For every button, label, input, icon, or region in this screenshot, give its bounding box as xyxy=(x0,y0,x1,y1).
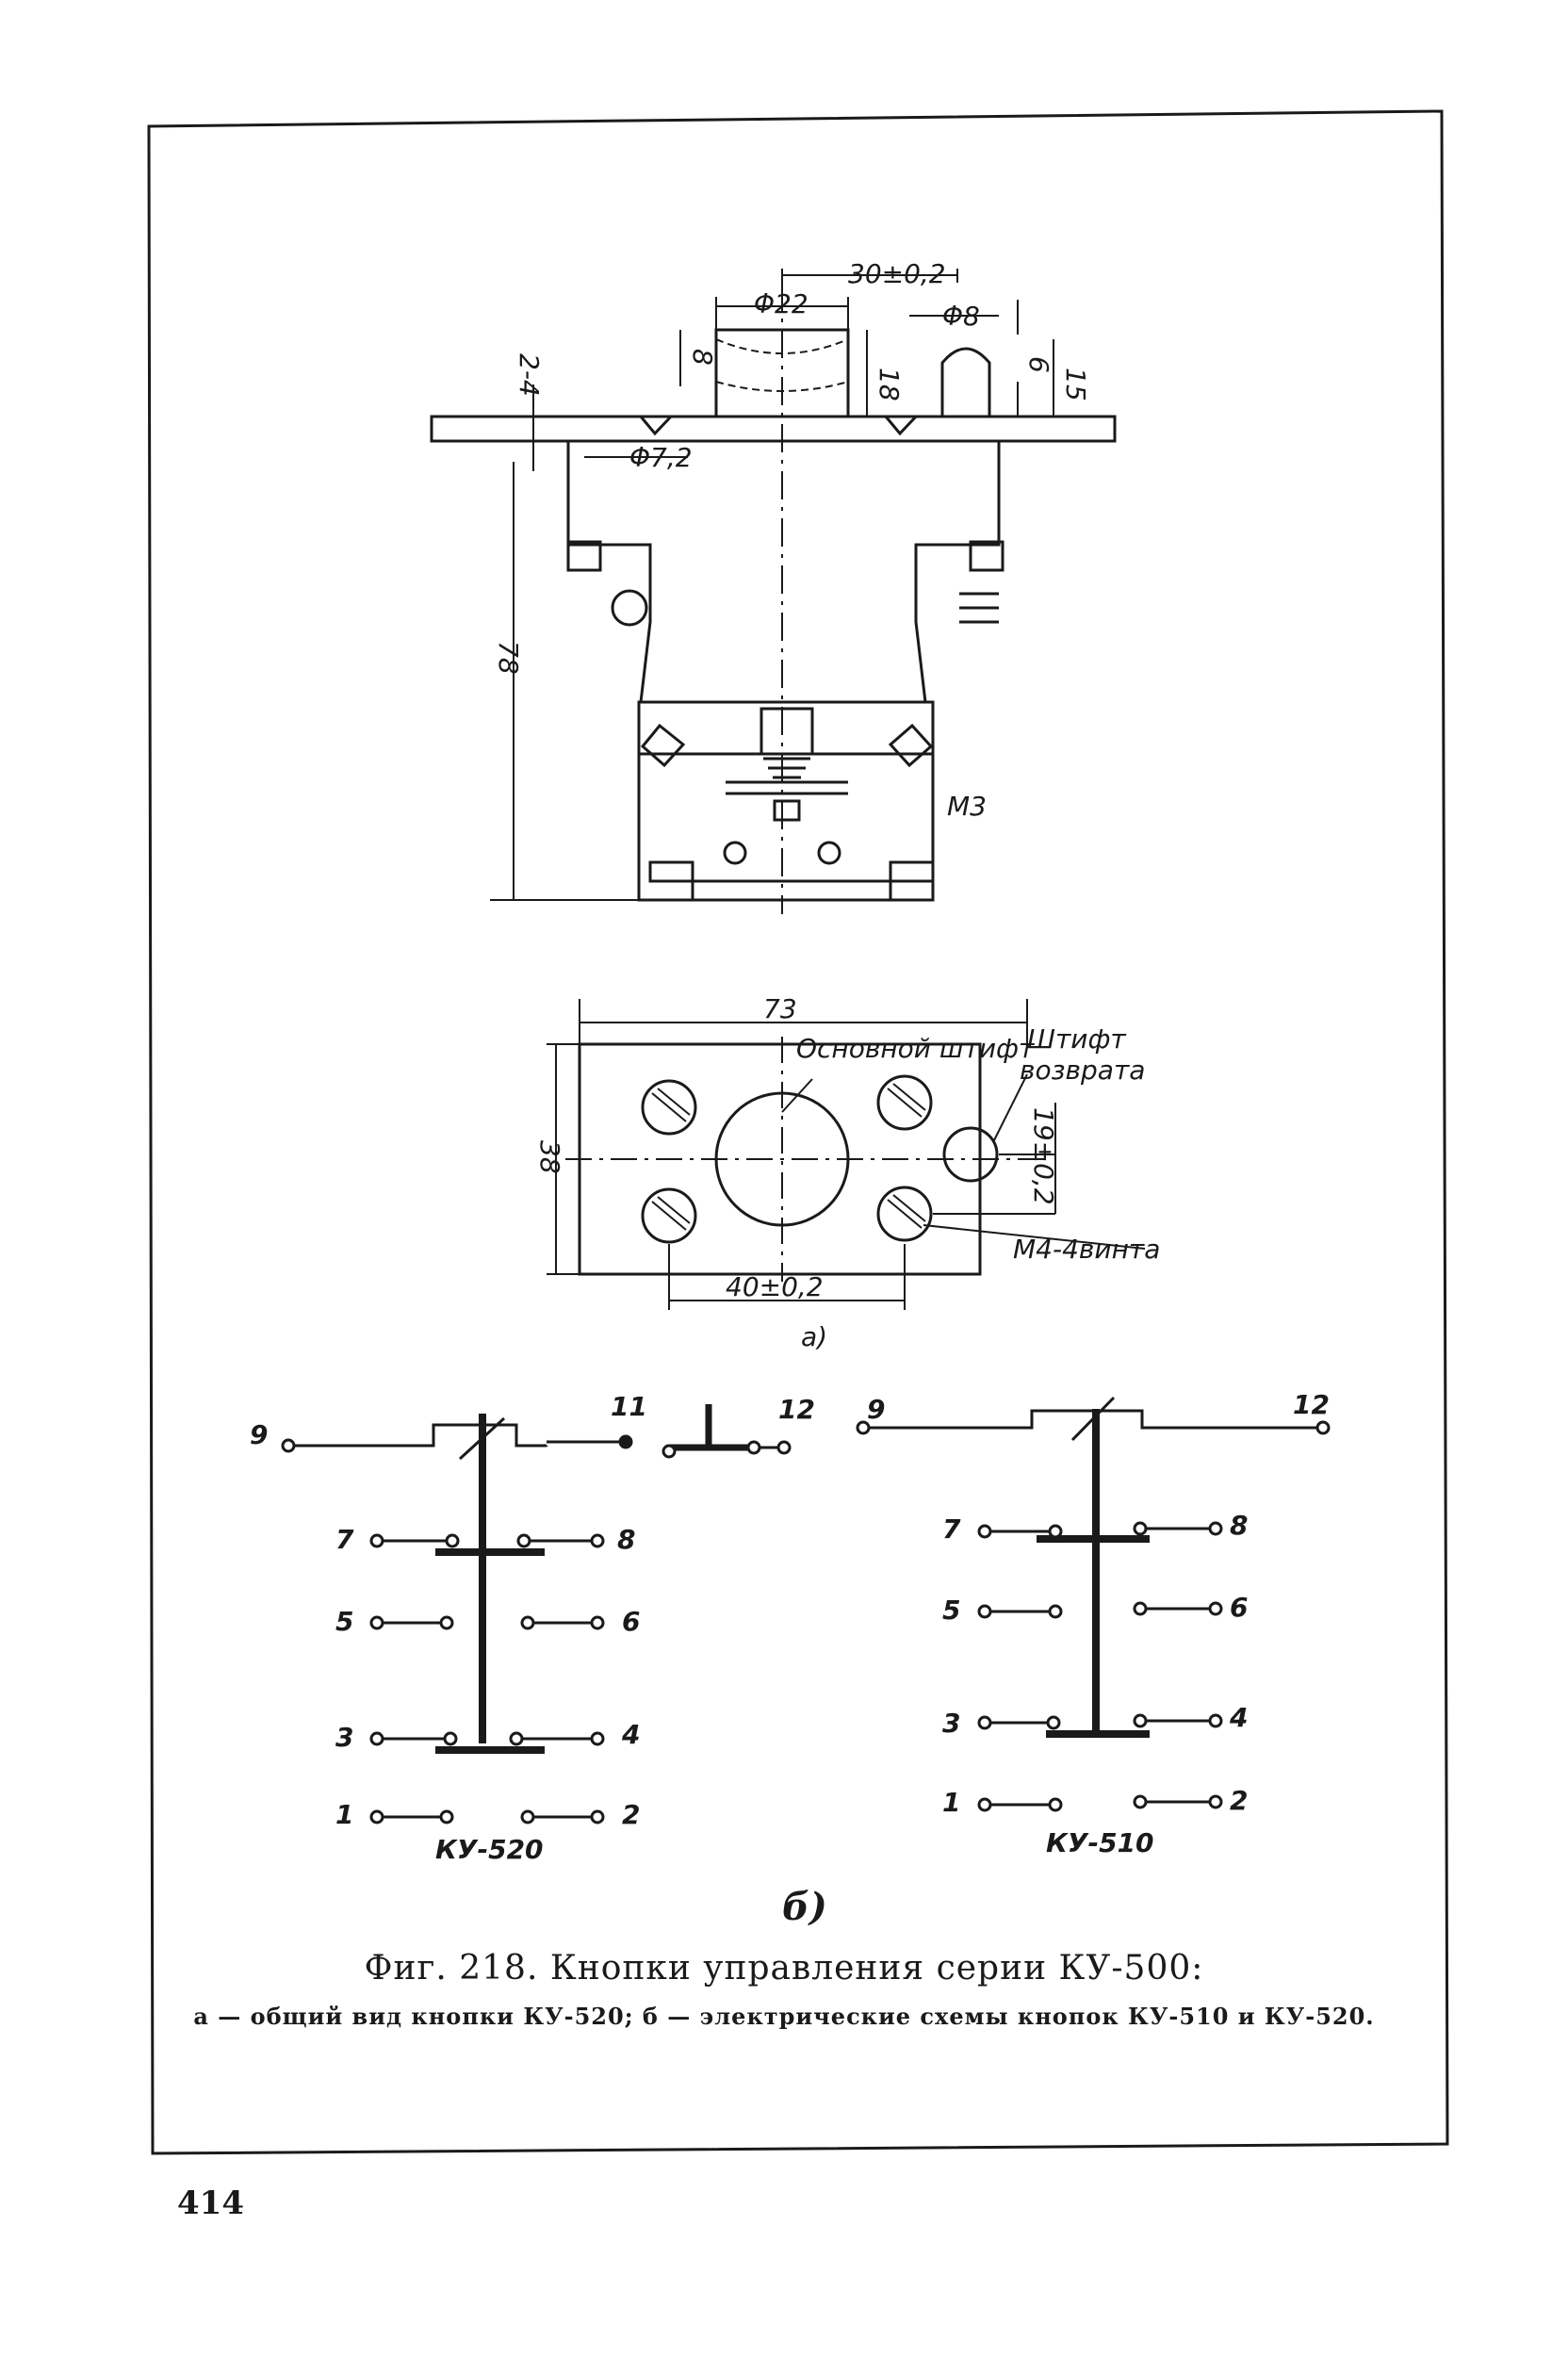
label-part-a: а) xyxy=(801,1321,827,1352)
terminal-3-left: 3 xyxy=(335,1722,353,1753)
label-screws: М4-4винта xyxy=(1013,1234,1160,1265)
side-view xyxy=(430,328,1117,902)
figure-caption: Фиг. 218. Кнопки управления серии КУ-500… xyxy=(364,1949,1204,1988)
page-frame xyxy=(147,109,1449,2155)
label-main-pin: Основной штифт xyxy=(796,1033,1035,1064)
dim-15: 15 xyxy=(1060,368,1091,401)
dim-8: 8 xyxy=(687,349,718,366)
side-view-dimensions xyxy=(490,269,1054,901)
terminals-ku510 xyxy=(856,1420,1331,1812)
scheme-ku510 xyxy=(867,1396,1319,1807)
scheme-name-ku520: КУ-520 xyxy=(435,1834,544,1865)
dim-40: 40±0,2 xyxy=(726,1271,824,1302)
dim-6: 6 xyxy=(1023,356,1054,373)
terminal-2-right: 2 xyxy=(1230,1785,1248,1816)
label-return-pin-2: возврата xyxy=(1020,1055,1145,1086)
dim-d8: Φ8 xyxy=(942,301,980,332)
scheme-ku520 xyxy=(292,1404,782,1819)
figure-subcaption: а — общий вид кнопки КУ-520; б — электри… xyxy=(193,2003,1375,2030)
dim-d7-2: Φ7,2 xyxy=(629,442,693,473)
terminal-1-right: 1 xyxy=(942,1787,960,1818)
bottom-view xyxy=(565,1037,1046,1282)
terminal-11-left: 11 xyxy=(611,1391,647,1422)
dim-73: 73 xyxy=(763,993,797,1024)
dim-18: 18 xyxy=(874,368,905,401)
terminal-1-left: 1 xyxy=(335,1799,353,1830)
scheme-name-ku510: КУ-510 xyxy=(1046,1827,1154,1858)
terminal-12-right: 12 xyxy=(1293,1389,1330,1420)
dim-38: 38 xyxy=(534,1140,565,1174)
dim-78: 78 xyxy=(493,641,524,675)
terminal-9-left: 9 xyxy=(250,1419,268,1450)
terminal-7-right: 7 xyxy=(942,1513,961,1545)
page-number: 414 xyxy=(177,2184,244,2222)
terminal-6-right: 6 xyxy=(1230,1592,1248,1623)
terminal-12-left: 12 xyxy=(778,1394,815,1425)
terminal-9-right: 9 xyxy=(867,1394,885,1425)
terminal-7-left: 7 xyxy=(335,1524,354,1555)
terminal-8-right: 8 xyxy=(1230,1510,1248,1541)
part-b-label: б) xyxy=(782,1885,827,1929)
terminals-ku520 xyxy=(281,1434,792,1824)
terminal-8-left: 8 xyxy=(617,1524,635,1555)
dim-d22: Φ22 xyxy=(754,288,808,319)
terminal-3-right: 3 xyxy=(942,1708,960,1739)
terminal-4-left: 4 xyxy=(621,1719,640,1750)
terminal-5-right: 5 xyxy=(942,1595,960,1626)
terminal-6-left: 6 xyxy=(622,1606,640,1637)
dim-2-4: 2-4 xyxy=(514,353,545,397)
dim-m3: М3 xyxy=(947,791,987,822)
bottom-view-dimensions xyxy=(547,999,1146,1310)
terminal-5-left: 5 xyxy=(335,1606,353,1637)
terminal-4-right: 4 xyxy=(1229,1702,1248,1733)
dim-30: 30±0,2 xyxy=(848,258,946,289)
dim-19: 19±0,2 xyxy=(1028,1107,1059,1205)
terminal-2-left: 2 xyxy=(622,1799,640,1830)
label-return-pin-1: Штифт xyxy=(1027,1023,1126,1055)
